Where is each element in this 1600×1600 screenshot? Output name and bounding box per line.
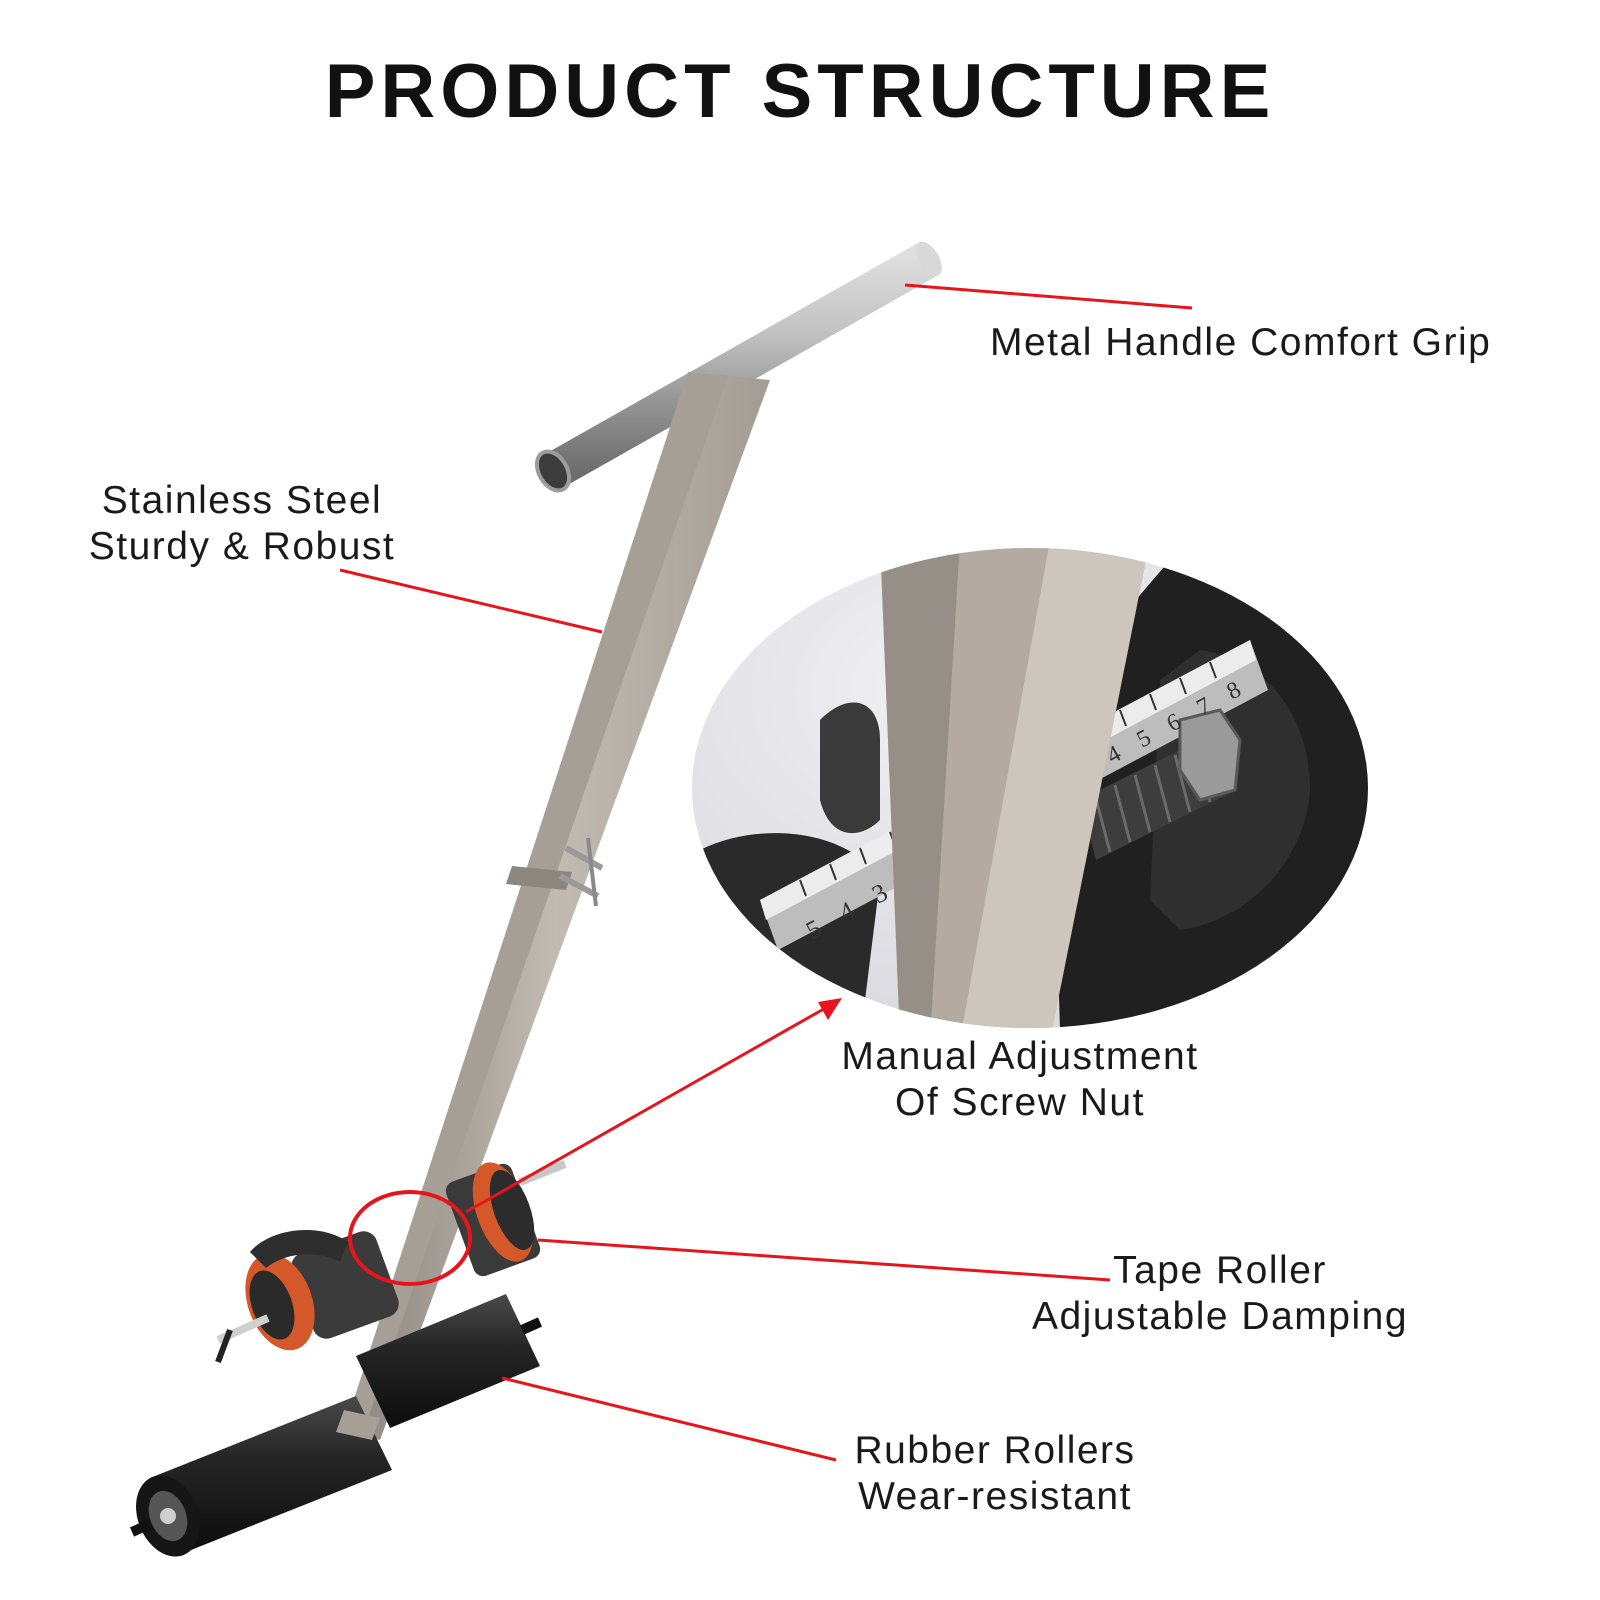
leader-line-nut [465,1000,837,1214]
callout-line: Rubber Rollers [854,1429,1136,1472]
callout-line: Wear-resistant [858,1475,1132,1518]
highlight-circle [348,1190,472,1286]
callout-line: Of Screw Nut [895,1081,1145,1124]
leader-line-handle [904,283,1193,310]
callout-line: Adjustable Damping [1031,1295,1409,1338]
callout-rubber-rollers: Rubber Rollers Wear-resistant [830,1428,1160,1520]
metal-handle [534,241,942,493]
leader-lines [339,283,1193,1462]
callout-line: Metal Handle Comfort Grip [990,321,1492,364]
stainless-steel-shaft [344,372,770,1440]
callout-screw-nut: Manual Adjustment Of Screw Nut [820,1034,1220,1126]
leader-line-tape [537,1238,1111,1282]
leader-line-steel [339,568,603,634]
rubber-roller [129,1396,392,1557]
callout-line: Manual Adjustment [841,1035,1199,1078]
wing-nut-icon [558,837,604,907]
roller-assembly [129,1160,567,1557]
page-title: PRODUCT STRUCTURE [324,49,1276,134]
callout-line: Tape Roller [1113,1249,1327,1292]
rubber-roller [356,1294,543,1428]
leader-line-rubber [501,1376,837,1462]
zoom-detail: 5 4 3 4 5 6 7 8 [692,548,1368,1028]
callout-line: Stainless Steel [101,479,383,522]
callout-tape-roller: Tape Roller Adjustable Damping [1020,1248,1420,1340]
callout-stainless-steel: Stainless Steel Sturdy & Robust [72,478,412,570]
callout-line: Sturdy & Robust [88,525,396,568]
callout-metal-handle: Metal Handle Comfort Grip [990,320,1491,366]
arrowhead-icon [818,998,842,1020]
